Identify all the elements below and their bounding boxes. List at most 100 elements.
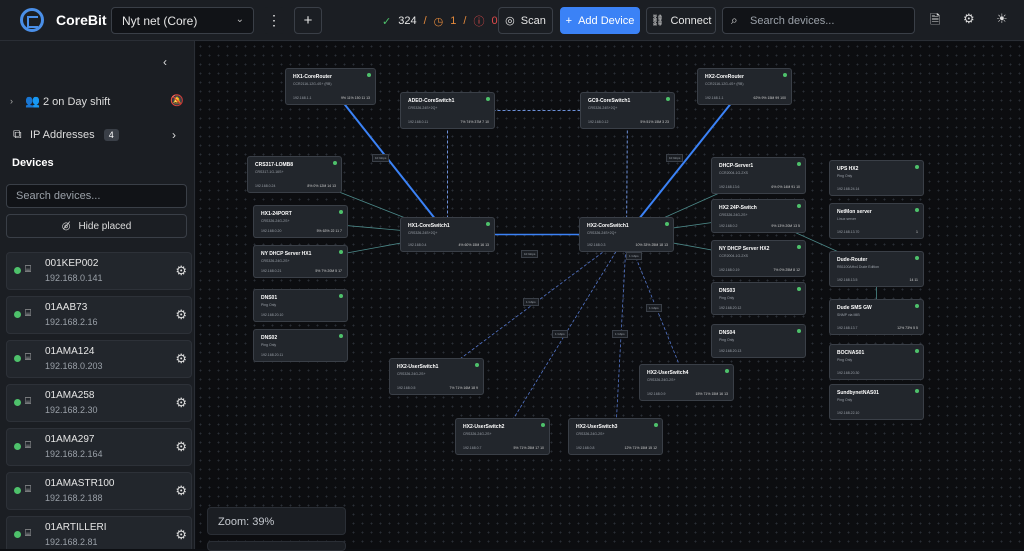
scan-button[interactable]: ◎ Scan — [498, 7, 553, 34]
device-node[interactable]: HX1-24PORT CRS326-24G-2S+ 192.168.0.20 5… — [253, 205, 348, 238]
device-list-item[interactable]: ⌸ 01AMASTR100 192.168.2.188 ⚙ — [6, 472, 192, 510]
theme-sun-icon[interactable]: ☀ — [996, 11, 1008, 26]
device-node[interactable]: DNS03 Ping Only 192.168.20.12 — [711, 282, 806, 315]
device-node[interactable]: HX1-CoreSwitch1 CRS326-24S+2Q+ 192.168.0… — [400, 217, 495, 252]
node-name: Dude SMS GW — [837, 305, 872, 311]
device-list-item[interactable]: ⌸ 01AMA124 192.168.0.203 ⚙ — [6, 340, 192, 378]
device-node[interactable]: HX2-UserSwitch1 CRS326-24G-2S+ 192.168.0… — [389, 358, 484, 395]
device-name: 01AAB73 — [45, 302, 88, 313]
gear-icon[interactable]: ⚙ — [175, 263, 187, 278]
device-node[interactable]: NY DHCP Server HX2 CCR2004-1G-2XS 192.16… — [711, 240, 806, 277]
node-model: Ping Only — [719, 296, 735, 300]
device-node[interactable]: HX1-CoreRouter CCR2116-12G-4S+ (RB) 192.… — [285, 68, 376, 105]
gear-icon[interactable]: ⚙ — [175, 395, 187, 410]
node-name: HX1-CoreSwitch1 — [408, 223, 450, 229]
node-ip: 192.168.20.12 — [719, 306, 742, 310]
device-node[interactable]: HX2-CoreRouter CCR2116-12G-4S+ (RB) 192.… — [697, 68, 792, 105]
node-stats: 12% 71% 15M 15 12 — [624, 446, 658, 450]
device-node[interactable]: UPS HX2 Ping Only 192.168.24.14 — [829, 160, 924, 196]
collapse-sidebar-icon[interactable]: ‹ — [163, 55, 167, 69]
node-ip: 192.168.13.5 — [837, 278, 858, 282]
device-node[interactable]: GC9-CoreSwitch1 CRS326-24S+2Q+ 192.168.0… — [580, 92, 675, 129]
node-ip: 192.168.0.5 — [397, 386, 416, 390]
add-device-button[interactable]: + Add Device — [560, 7, 640, 34]
node-ip: 192.168.0.2 — [719, 224, 738, 228]
network-link[interactable] — [436, 234, 627, 377]
document-icon[interactable]: 🗎 — [930, 12, 941, 27]
plus-icon: + — [565, 14, 573, 27]
more-menu-icon[interactable]: ⋮ — [264, 7, 284, 34]
gear-icon[interactable]: ⚙ — [175, 307, 187, 322]
status-dot — [14, 311, 21, 318]
hide-placed-button[interactable]: ◎̸ Hide placed — [6, 214, 187, 238]
device-list-item[interactable]: ⌸ 01AMA297 192.168.2.164 ⚙ — [6, 428, 192, 466]
device-node[interactable]: DNS02 Ping Only 192.168.20.11 — [253, 329, 348, 362]
node-model: CRS326-24G-2S+ — [576, 432, 605, 436]
node-model: CRS326-24S+2Q+ — [408, 231, 438, 235]
node-model: CRS317-1G-16S+ — [255, 170, 284, 174]
connect-button[interactable]: ⛓ Connect — [646, 7, 716, 34]
device-search-input[interactable]: Search devices... — [6, 184, 187, 208]
device-list-item[interactable]: ⌸ 01AMA258 192.168.2.30 ⚙ — [6, 384, 192, 422]
bell-off-icon[interactable]: 🔕 — [170, 95, 184, 107]
router-icon: ⌸ — [25, 396, 31, 407]
device-node[interactable]: SundbynetNAS01 Ping Only 192.168.22.10 — [829, 384, 924, 420]
node-ip: 192.168.0.21 — [261, 269, 282, 273]
node-name: HX2-UserSwitch1 — [397, 364, 439, 370]
gear-icon[interactable]: ⚙ — [175, 351, 187, 366]
gear-icon[interactable]: ⚙ — [175, 527, 187, 542]
network-link[interactable] — [626, 110, 628, 235]
network-select[interactable]: Nyt net (Core) ⌄ — [111, 7, 254, 34]
node-name: GC9-CoreSwitch1 — [588, 98, 631, 104]
router-icon: ⌸ — [25, 484, 31, 495]
device-node[interactable]: Dude SMS GW SNMP via MIB 192.168.13.7 12… — [829, 299, 924, 335]
network-canvas[interactable]: HX1-CoreRouter CCR2116-12G-4S+ (RB) 192.… — [196, 42, 1024, 549]
network-link[interactable] — [502, 234, 627, 437]
device-node[interactable]: Dude-Router RB1100AHx4 Dude Edition 192.… — [829, 251, 924, 287]
link-icon: ⛓ — [650, 15, 665, 27]
node-ip: 192.168.0.3 — [587, 243, 606, 247]
gear-icon[interactable]: ⚙ — [175, 439, 187, 454]
device-node[interactable]: HX2 24P-Switch CRS326-24G-2S+ 192.168.0.… — [711, 199, 806, 233]
device-node[interactable]: NY DHCP Server HX1 CRS326-24G-2S+ 192.16… — [253, 245, 348, 278]
router-icon: ⌸ — [25, 528, 31, 539]
device-list-item[interactable]: ⌸ 01ARTILLERI 192.168.2.81 ⚙ — [6, 516, 192, 549]
chevron-right-icon: › — [172, 128, 176, 142]
device-node[interactable]: DHCP-Server1 CCR2004-1G-2XS 192.168.13.6… — [711, 157, 806, 194]
device-node[interactable]: HX2-UserSwitch2 CRS326-24G-2S+ 192.168.0… — [455, 418, 550, 455]
device-node[interactable]: DNS01 Ping Only 192.168.20.10 — [253, 289, 348, 322]
device-ip: 192.168.2.30 — [45, 405, 98, 415]
device-node[interactable]: NetMon server Linux server 192.168.13.70… — [829, 203, 924, 239]
node-ip: 192.168.0.24 — [255, 184, 276, 188]
device-node[interactable]: HX2-UserSwitch3 CRS326-24G-2S+ 192.168.0… — [568, 418, 663, 455]
device-node[interactable]: DNS04 Ping Only 192.168.20.13 — [711, 324, 806, 358]
device-name: 01AMA124 — [45, 346, 95, 357]
gear-icon[interactable]: ⚙ — [175, 483, 187, 498]
device-node[interactable]: ADEO-CoreSwitch1 CRS326-24S+2Q+ 192.168.… — [400, 92, 495, 129]
gear-icon[interactable]: ⚙ — [963, 11, 975, 26]
node-name: HX2-UserSwitch2 — [463, 424, 505, 430]
top-bar: CoreBit Nyt net (Core) ⌄ ⋮ + ✓ 324 / ◷ 1… — [0, 0, 1024, 41]
node-model: SNMP via MIB — [837, 313, 860, 317]
canvas-controls — [207, 541, 346, 551]
device-node[interactable]: HX2-UserSwitch4 CRS326-24G-2S+ 192.168.0… — [639, 364, 734, 401]
device-node[interactable]: HX2-CoreSwitch1 CRS326-24S+2Q+ 192.168.0… — [579, 217, 674, 252]
global-search-input[interactable]: ⌕ Search devices... — [722, 7, 915, 34]
add-device-label: Add Device — [578, 14, 635, 27]
status-dot — [339, 334, 343, 338]
device-node[interactable]: BOCNAS01 Ping Only 192.168.20.30 — [829, 344, 924, 380]
shift-row[interactable]: › 👥 2 on Day shift 🔕 — [0, 87, 194, 117]
device-list-item[interactable]: ⌸ 001KEP002 192.168.0.141 ⚙ — [6, 252, 192, 290]
status-dot — [725, 369, 729, 373]
device-node[interactable]: CRS317-LOMB8 CRS317-1G-16S+ 192.168.0.24… — [247, 156, 342, 193]
router-icon: ⌸ — [25, 352, 31, 363]
add-network-button[interactable]: + — [294, 7, 322, 34]
node-stats: 6% 0% 14M 91 10 — [771, 185, 800, 189]
ip-addresses-row[interactable]: ⧉ IP Addresses 4 › — [0, 120, 194, 150]
network-link[interactable] — [625, 85, 746, 236]
node-ip: 192.168.0.7 — [463, 446, 482, 450]
device-list-item[interactable]: ⌸ 01AAB73 192.168.2.16 ⚙ — [6, 296, 192, 334]
device-ip: 192.168.2.188 — [45, 493, 103, 503]
node-stats: 62% 9% 15M 99 100 — [753, 96, 787, 100]
device-name: 01AMA297 — [45, 434, 95, 445]
